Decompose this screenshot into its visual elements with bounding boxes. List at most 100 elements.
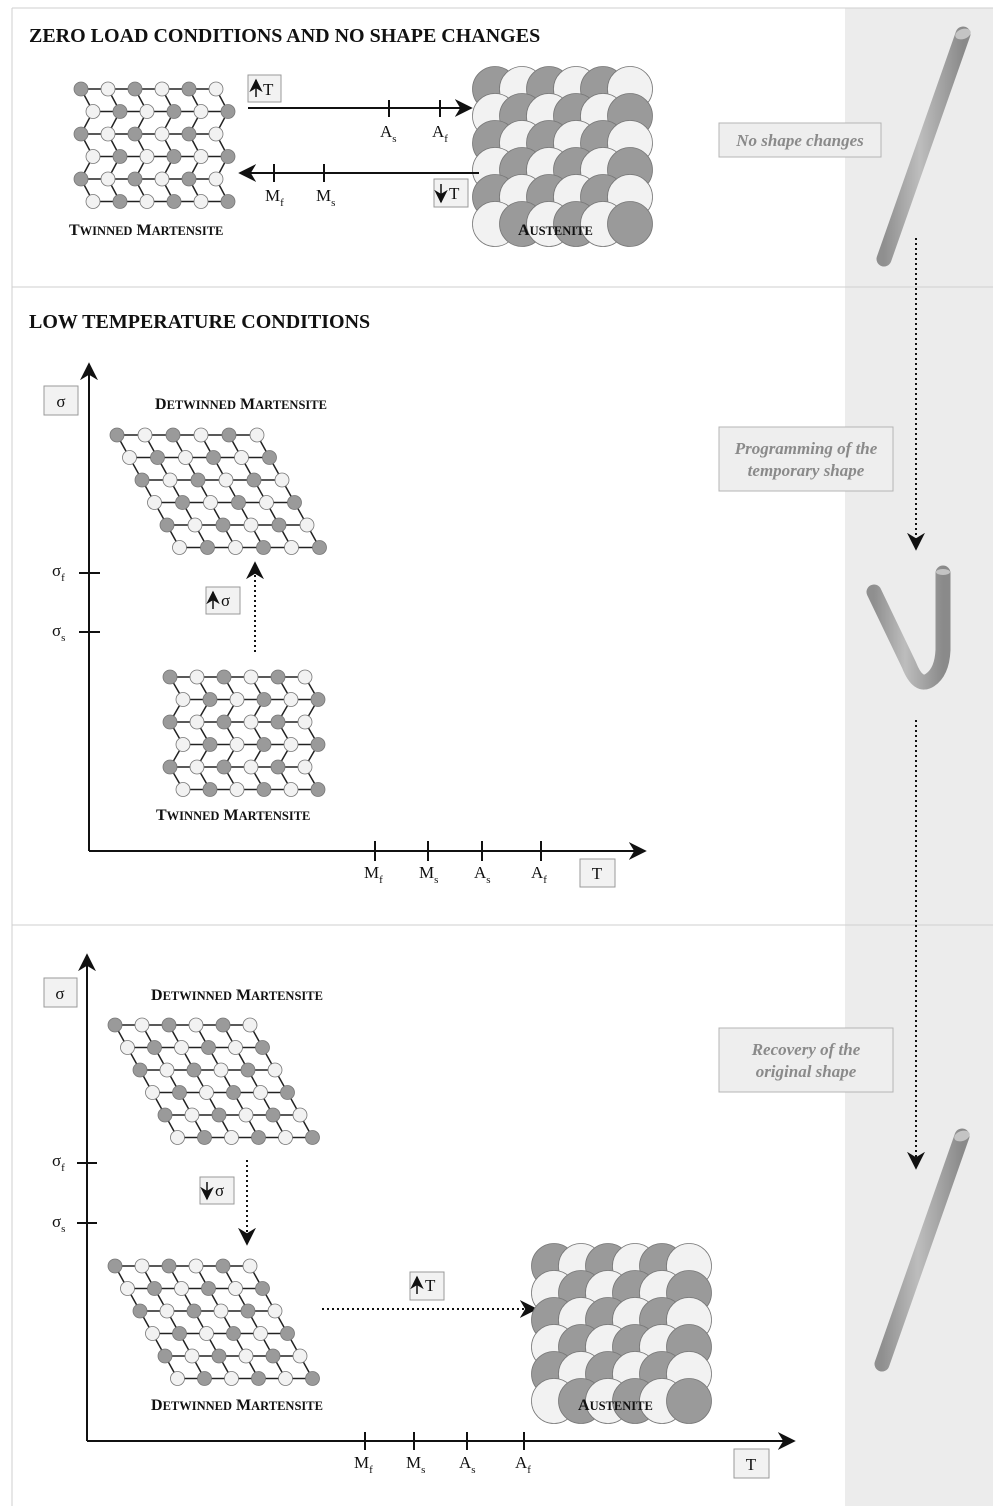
atom — [215, 1017, 231, 1033]
atom — [147, 1040, 162, 1055]
atom — [159, 1303, 175, 1319]
atom — [607, 201, 653, 247]
atom — [215, 517, 231, 533]
atom — [270, 714, 286, 730]
svg-text:σ: σ — [55, 984, 64, 1003]
atom — [287, 495, 302, 510]
atom — [181, 171, 197, 187]
atom — [134, 1017, 150, 1033]
straight-rod-recovered — [874, 1128, 970, 1372]
atom — [220, 149, 236, 164]
atom — [170, 1371, 185, 1386]
atom — [178, 450, 193, 465]
atom — [305, 1371, 320, 1386]
atom — [157, 1107, 173, 1123]
s3-ylabel-sigma-s: σs — [52, 1212, 65, 1235]
atom — [139, 194, 155, 209]
atom — [154, 81, 170, 97]
svg-text:σ: σ — [56, 392, 65, 411]
atom — [189, 669, 205, 685]
atom — [157, 1348, 173, 1364]
atom — [206, 450, 221, 465]
atom — [190, 472, 206, 488]
atom — [216, 759, 232, 775]
atom — [189, 759, 205, 775]
atom — [162, 669, 178, 685]
s2-xlabel-ms: Ms — [419, 863, 438, 886]
detwinned-martensite-lattice — [109, 427, 327, 555]
atom — [208, 81, 224, 97]
s2-detwinned-label: DETWINNED MARTENSITE — [155, 396, 327, 413]
atom — [161, 1258, 177, 1274]
atom — [159, 1062, 175, 1078]
atom — [184, 1348, 200, 1364]
atom — [238, 1107, 254, 1123]
s2-xlabel-as: As — [474, 863, 491, 886]
atom — [159, 517, 175, 533]
atom — [165, 427, 181, 443]
atom — [283, 782, 299, 797]
twinned-martensite-lattice — [162, 669, 326, 797]
atom — [211, 1107, 227, 1123]
atom — [256, 782, 272, 797]
s3-xlabel-ms: Ms — [406, 1453, 425, 1476]
atom — [137, 427, 153, 443]
atom — [147, 495, 162, 510]
s2-twinned-label: TWINNED MARTENSITE — [156, 807, 310, 824]
austenite-lattice — [531, 1243, 712, 1424]
atom — [174, 1040, 189, 1055]
svg-text:T: T — [746, 1455, 757, 1474]
atom — [242, 1258, 258, 1274]
s2-sigma-box: σ — [43, 385, 79, 416]
atom — [162, 472, 178, 488]
atom — [100, 126, 116, 142]
atom — [255, 1281, 270, 1296]
atom — [242, 1017, 258, 1033]
atom — [187, 517, 203, 533]
atom — [256, 540, 271, 555]
atom — [150, 450, 165, 465]
atom — [251, 1371, 266, 1386]
atom — [73, 126, 89, 142]
s3-xlabel-as: As — [459, 1453, 476, 1476]
atom — [154, 126, 170, 142]
atom — [259, 495, 274, 510]
atom — [107, 1258, 123, 1274]
atom — [193, 104, 209, 119]
s2-ylabel-sigma-f: σf — [52, 561, 65, 584]
atom — [312, 540, 327, 555]
atom — [216, 669, 232, 685]
atom — [218, 472, 234, 488]
atom — [240, 1062, 256, 1078]
atom — [267, 1062, 283, 1078]
atom — [213, 1303, 229, 1319]
atom — [274, 472, 290, 488]
atom — [73, 171, 89, 187]
s3-austenite-label: AUSTENITE — [578, 1397, 653, 1414]
svg-text:σ: σ — [221, 591, 230, 610]
atom — [224, 1130, 239, 1145]
atom — [216, 714, 232, 730]
atom — [120, 1040, 135, 1055]
atom — [166, 194, 182, 209]
atom — [305, 1130, 320, 1145]
atom — [262, 450, 277, 465]
atom — [85, 194, 101, 209]
bent-rod-temporary — [866, 565, 951, 690]
atom — [139, 104, 155, 119]
austenite-lattice — [472, 66, 653, 247]
s3-ylabel-sigma-f: σf — [52, 1151, 65, 1174]
atom — [188, 1017, 204, 1033]
s3-sigma-box: σ — [43, 977, 78, 1008]
svg-text:Recovery of the: Recovery of the — [751, 1040, 861, 1059]
atom — [280, 1326, 295, 1341]
atom — [186, 1303, 202, 1319]
svg-text:No shape changes: No shape changes — [735, 131, 864, 150]
atom — [292, 1107, 308, 1123]
atom — [109, 427, 125, 443]
s3-t-box: T — [733, 1448, 770, 1479]
atom — [297, 669, 313, 685]
s3-detwinned-top-label: DETWINNED MARTENSITE — [151, 987, 323, 1004]
atom — [297, 759, 313, 775]
